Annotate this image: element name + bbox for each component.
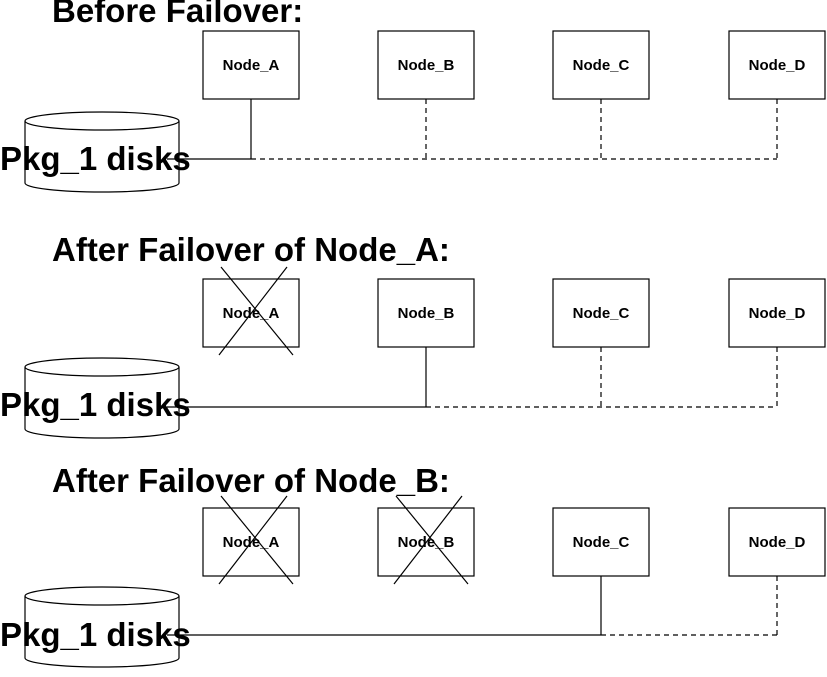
node-box-node-d: Node_D (728, 278, 826, 407)
node-box-node-d: Node_D (728, 30, 826, 159)
disk-cylinder-icon (24, 586, 180, 668)
node-label: Node_D (749, 534, 806, 551)
panel-2: After Failover of Node_A:Node_A Node_B Nod… (0, 231, 826, 439)
disk-cylinder-icon (24, 357, 180, 439)
disk-label: Pkg_1 disks (0, 386, 191, 423)
node-label: Node_A (223, 57, 280, 74)
disk-label: Pkg_1 disks (0, 140, 191, 177)
node-label: Node_D (749, 305, 806, 322)
disk-label: Pkg_1 disks (0, 616, 191, 653)
node-label: Node_B (398, 305, 455, 322)
node-label: Node_C (573, 534, 630, 551)
panel-3: After Failover of Node_B:Node_A Node_B Nod… (0, 462, 826, 668)
node-box-node-a: Node_A (202, 30, 300, 159)
failed-cross-icon (393, 495, 469, 585)
node-box-node-b: Node_B (377, 495, 475, 585)
panel-title: Before Failover: (52, 0, 303, 29)
failed-cross-icon (218, 266, 294, 356)
disk-cylinder-icon (24, 111, 180, 193)
node-box-node-c: Node_C (552, 30, 650, 159)
panel-title: After Failover of Node_B: (52, 462, 450, 499)
node-box-node-a: Node_A (202, 495, 300, 585)
node-box-node-d: Node_D (728, 507, 826, 635)
node-box-node-c: Node_C (552, 278, 650, 407)
node-box-node-c: Node_C (552, 507, 650, 635)
panel-1: Before Failover: Node_A Node_B Node_C Node_D… (0, 0, 826, 193)
node-label: Node_C (573, 305, 630, 322)
node-label: Node_C (573, 57, 630, 74)
panel-title: After Failover of Node_A: (52, 231, 450, 268)
node-label: Node_D (749, 57, 806, 74)
node-box-node-b: Node_B (377, 278, 475, 407)
failed-cross-icon (218, 495, 294, 585)
node-box-node-a: Node_A (202, 266, 300, 356)
node-box-node-b: Node_B (377, 30, 475, 159)
node-label: Node_B (398, 57, 455, 74)
